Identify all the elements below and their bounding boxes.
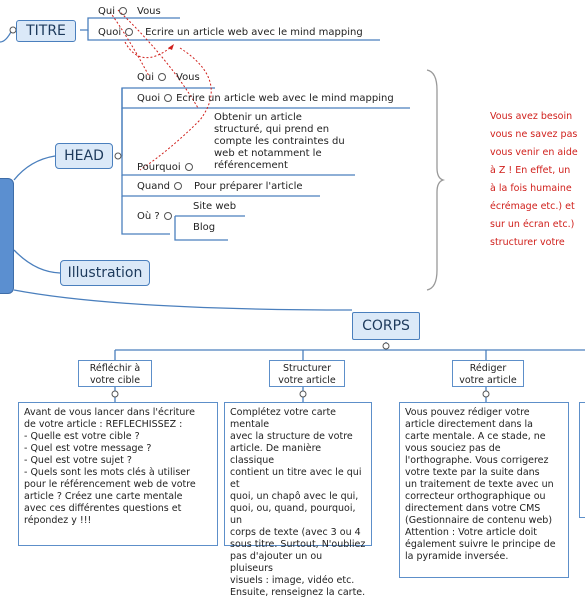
node-ring-icon — [125, 28, 134, 36]
head-ou-row[interactable]: Où ? — [137, 211, 176, 223]
central-node[interactable] — [0, 178, 14, 294]
note-text: Vous avez besoin vous ne savez pas vous … — [490, 111, 578, 248]
corps-node[interactable]: CORPS — [352, 312, 420, 340]
head-qui-row[interactable]: Qui Vous — [137, 72, 200, 84]
head-quand-value: Pour préparer l'article — [194, 181, 303, 192]
branch-rediger-title[interactable]: Rédiger votre article — [452, 360, 524, 387]
node-ring-icon — [158, 73, 166, 81]
branch-cible-title[interactable]: Réfléchir à votre cible — [78, 360, 152, 387]
connector-lines — [0, 9, 585, 402]
head-vous: Vous — [176, 72, 200, 83]
head-pourquoi-value: Obtenir un article structuré, qui prend … — [214, 112, 345, 171]
head-quand: Quand — [137, 181, 171, 192]
corps-label: CORPS — [362, 318, 410, 334]
node-ring-icon — [184, 163, 193, 171]
head-pourquoi-row[interactable]: Pourquoi — [137, 162, 197, 174]
titre-quoi-row[interactable]: Quoi Ecrire un article web avec le mind m… — [98, 27, 363, 39]
head-node[interactable]: HEAD — [55, 143, 113, 169]
titre-node[interactable]: TITRE — [16, 20, 76, 42]
titre-qui: Qui — [98, 6, 115, 17]
titre-quoi: Quoi — [98, 27, 122, 38]
head-quand-row[interactable]: Quand Pour préparer l'article — [137, 181, 303, 193]
head-ou: Où ? — [137, 211, 160, 222]
titre-vous: Vous — [137, 6, 161, 17]
head-label: HEAD — [64, 148, 104, 164]
titre-qui-row[interactable]: Qui Vous — [98, 6, 161, 18]
partial-box — [579, 402, 585, 518]
branch-structurer-body: Complétez votre carte mentale avec la st… — [224, 402, 372, 598]
branch-structurer-title[interactable]: Structurer votre article — [269, 360, 345, 387]
head-ou-blog[interactable]: Blog — [193, 222, 216, 233]
node-ring-icon — [174, 182, 183, 190]
head-quoi-value: Ecrire un article web avec le mind mappi… — [176, 93, 394, 104]
head-qui: Qui — [137, 72, 154, 83]
head-ou-site[interactable]: Site web — [193, 201, 237, 212]
head-quoi: Quoi — [137, 93, 161, 104]
node-ring-icon — [119, 7, 127, 15]
illustration-node[interactable]: Illustration — [60, 260, 150, 286]
titre-quoi-value: Ecrire un article web avec le mind mappi… — [145, 27, 363, 38]
node-ring-icon — [163, 212, 172, 220]
branch-cible-body: Avant de vous lancer dans l'écriture de … — [18, 402, 218, 546]
illustration-label: Illustration — [67, 265, 143, 281]
branch-rediger-body: Vous pouvez rédiger votre article direct… — [399, 402, 569, 578]
titre-label: TITRE — [26, 23, 66, 39]
node-ring-icon — [164, 94, 173, 102]
head-pourquoi: Pourquoi — [137, 162, 181, 173]
head-quoi-row[interactable]: Quoi Ecrire un article web avec le mind m… — [137, 93, 394, 105]
